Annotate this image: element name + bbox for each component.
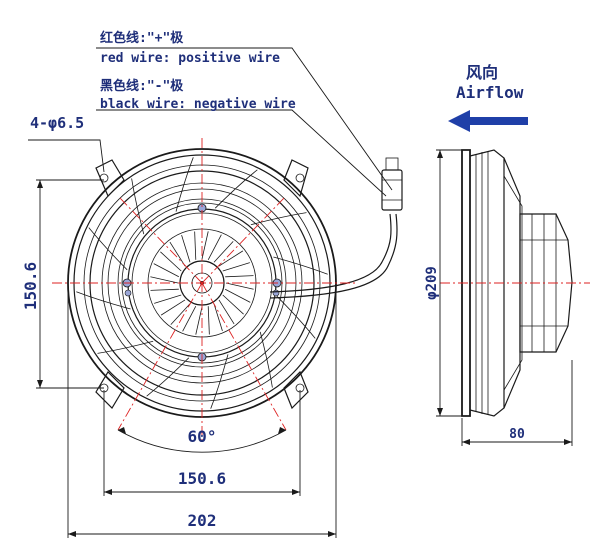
note-leaders [28,47,393,197]
hub-fins [150,231,254,335]
mounting-lugs [95,159,309,410]
hub-fin [225,275,254,278]
hub-fin [160,299,186,316]
guard-spoke [214,169,258,209]
hub-fin [195,306,203,335]
hub-fin [218,250,244,267]
guard-spoke [76,291,131,310]
black-wire-label-en: black wire: negative wire [100,97,296,112]
guard-spokes [76,157,328,409]
hub-fin [182,305,197,332]
horizontal-dimension: 150.6 [178,469,226,488]
hub-fin [150,288,179,291]
hub-fin [213,241,234,263]
hub-fin [153,263,180,278]
guard-spoke [210,354,229,409]
guard-spoke [131,178,145,235]
hub-fin [170,303,191,325]
hub-fin [218,299,235,325]
overall-width-dimension: 202 [188,511,217,530]
front-view [28,47,403,440]
guard-spoke [259,331,273,388]
diameter-dimension: φ209 [424,266,440,300]
guard-spoke [250,212,307,226]
airflow-arrow-icon [448,110,528,132]
guard-spoke [146,357,190,397]
hub-fin [169,241,186,267]
center-lines [52,138,355,440]
hub-fin [150,276,179,284]
hub-fin [222,294,244,315]
hub-fin [207,234,222,261]
guard-spoke [97,340,154,354]
side-view [436,110,590,446]
guard-spoke [273,256,328,275]
hub-fin [225,282,254,290]
hub-fin [201,231,209,260]
angle-dimension: 60° [188,427,217,446]
hub-fin [160,251,182,272]
hub-fin [213,303,223,331]
hub-fin [207,306,210,335]
red-wire-label-cn: 红色线:"+"极 [100,30,184,46]
depth-dimension: 80 [509,427,525,442]
holes-dimension: 4-φ6.5 [30,114,84,132]
hub-fin [224,288,251,303]
power-cable [269,157,403,299]
vertical-dimension: 150.6 [21,262,40,310]
airflow-label-cn: 风向 [466,63,498,82]
black-wire-label-cn: 黑色线:"-"极 [100,78,184,94]
hub-fin [154,294,182,304]
front-dimensions [36,179,337,538]
hub-fin [222,262,250,272]
guard-spoke [88,227,128,271]
hub-fin [194,231,197,260]
guard-spoke [276,295,316,339]
airflow-label-en: Airflow [456,83,524,102]
hub-fin [181,235,191,263]
red-wire-label-en: red wire: positive wire [100,51,280,66]
guard-spoke [175,157,194,212]
